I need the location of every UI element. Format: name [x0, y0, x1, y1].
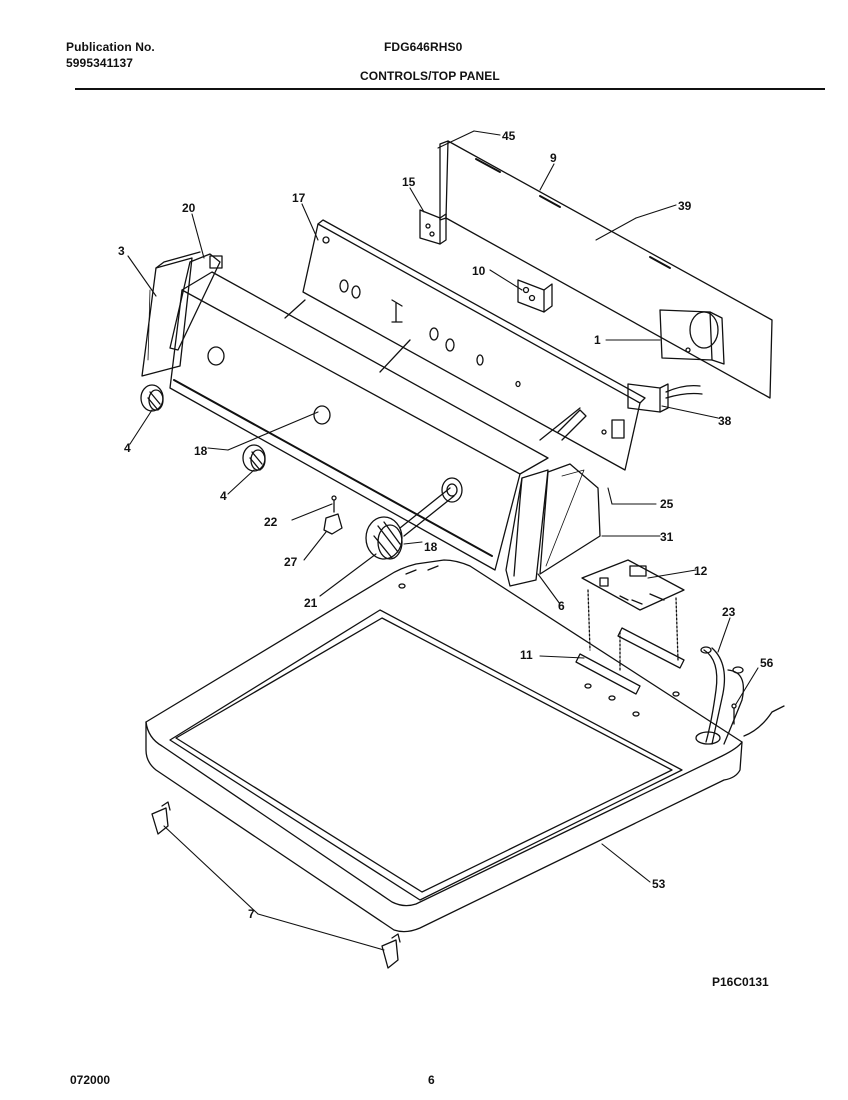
callout-17: 17: [292, 191, 306, 205]
top-cover-part: [145, 559, 743, 933]
callout-45: 45: [502, 129, 516, 143]
callout-53: 53: [652, 877, 666, 891]
model-number: FDG646RHS0: [384, 40, 463, 54]
callout-18: 18: [424, 540, 438, 554]
board-bracket-part: [575, 627, 685, 695]
callout-25: 25: [660, 497, 674, 511]
callout-3: 3: [118, 244, 125, 258]
callout-4: 4: [220, 489, 227, 503]
knob-part: [140, 384, 164, 412]
publication-number: 5995341137: [66, 56, 134, 70]
large-knob-part: [365, 487, 455, 560]
callout-4: 4: [124, 441, 131, 455]
callout-10: 10: [472, 264, 486, 278]
leader-lines: [127, 130, 759, 951]
hinge-part: [151, 801, 171, 835]
callout-9: 9: [550, 151, 557, 165]
callout-12: 12: [694, 564, 708, 578]
callout-22: 22: [264, 515, 278, 529]
left-bracket-part: [169, 253, 223, 351]
callout-39: 39: [678, 199, 692, 213]
left-end-cap-part: [141, 251, 201, 377]
control-panel-part: [169, 271, 587, 571]
callout-56: 56: [760, 656, 774, 670]
callout-27: 27: [284, 555, 298, 569]
callout-20: 20: [182, 201, 196, 215]
right-end-cap-part: [505, 469, 549, 587]
callout-31: 31: [660, 530, 674, 544]
rear-panel-part: [439, 140, 773, 399]
timer-part: [659, 309, 725, 365]
date-code: 072000: [70, 1073, 111, 1087]
callout-21: 21: [304, 596, 318, 610]
page-number: 6: [428, 1073, 435, 1087]
screw-part: [331, 495, 337, 513]
callout-15: 15: [402, 175, 416, 189]
callout-18: 18: [194, 444, 208, 458]
callout-7: 7: [248, 907, 255, 921]
right-bracket-part: [539, 463, 601, 575]
knob-part: [242, 444, 266, 472]
publication-label: Publication No.: [66, 40, 155, 54]
callout-38: 38: [718, 414, 732, 428]
clip-part: [323, 513, 343, 535]
screw-part: [731, 703, 737, 725]
figure-code: P16C0131: [712, 975, 769, 989]
control-board-part: [581, 559, 685, 661]
buzzer-part: [627, 383, 703, 413]
header-rule: [75, 88, 825, 90]
switch-part: [419, 209, 447, 245]
control-bracket-part: [302, 219, 646, 471]
switch-part: [517, 279, 553, 313]
hinge-part: [381, 933, 401, 969]
callout-1: 1: [594, 333, 601, 347]
callout-23: 23: [722, 605, 736, 619]
callout-11: 11: [520, 648, 533, 662]
section-title: CONTROLS/TOP PANEL: [360, 69, 500, 83]
callout-6: 6: [558, 599, 565, 613]
